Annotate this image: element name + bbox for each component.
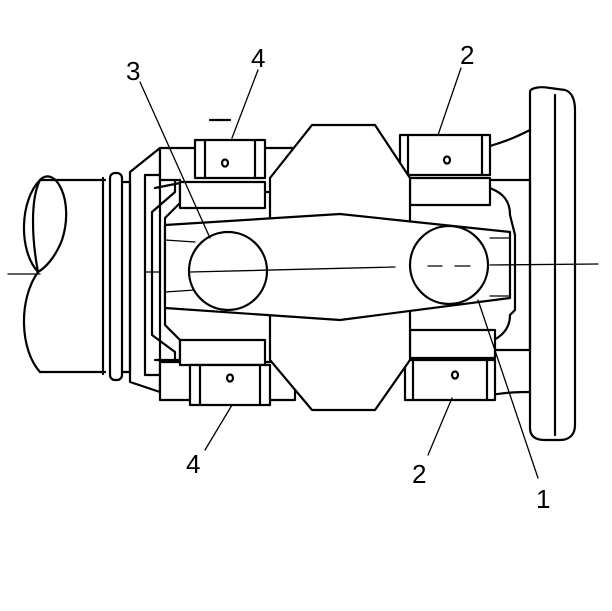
bearing-bore-right <box>408 224 490 306</box>
bearing-cap-bottom-right <box>403 328 497 402</box>
bearing-cap-top-right <box>398 133 492 207</box>
callout-2-top: 2 <box>460 40 474 70</box>
callout-4-bottom: 4 <box>186 449 200 479</box>
callout-3: 3 <box>126 56 140 86</box>
shaft-collar <box>101 146 162 394</box>
bearing-cap-bottom-left <box>178 338 272 407</box>
leader-lines <box>139 67 539 479</box>
callout-4-top: 4 <box>251 43 265 73</box>
bearing-cap-top-left <box>178 118 267 210</box>
callout-1: 1 <box>536 484 550 514</box>
center-line <box>7 263 599 275</box>
callout-2-bottom: 2 <box>412 459 426 489</box>
drive-shaft-tube <box>22 175 107 374</box>
